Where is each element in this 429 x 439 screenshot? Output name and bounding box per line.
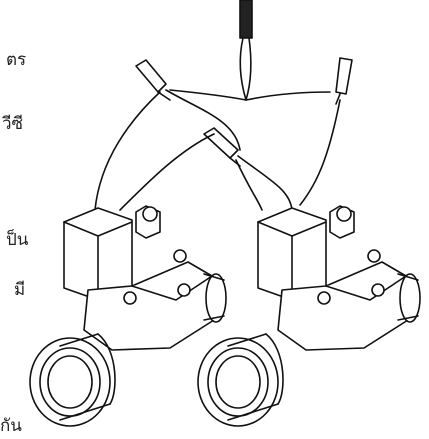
wires <box>94 89 341 211</box>
wire-connector-center <box>203 127 241 167</box>
text-fragment-1: ตร <box>6 50 27 70</box>
valve-left <box>29 205 227 427</box>
text-fragment-5: กัน <box>0 416 22 436</box>
text-fragment-3: ป็น <box>6 230 29 250</box>
valve-right <box>197 205 421 427</box>
text-fragment-2: วีซี <box>2 114 24 134</box>
wire-cable <box>169 0 331 101</box>
wire-connector-left <box>135 59 171 101</box>
text-fragment-4: มี <box>14 280 26 300</box>
wire-connector-right <box>335 57 353 105</box>
